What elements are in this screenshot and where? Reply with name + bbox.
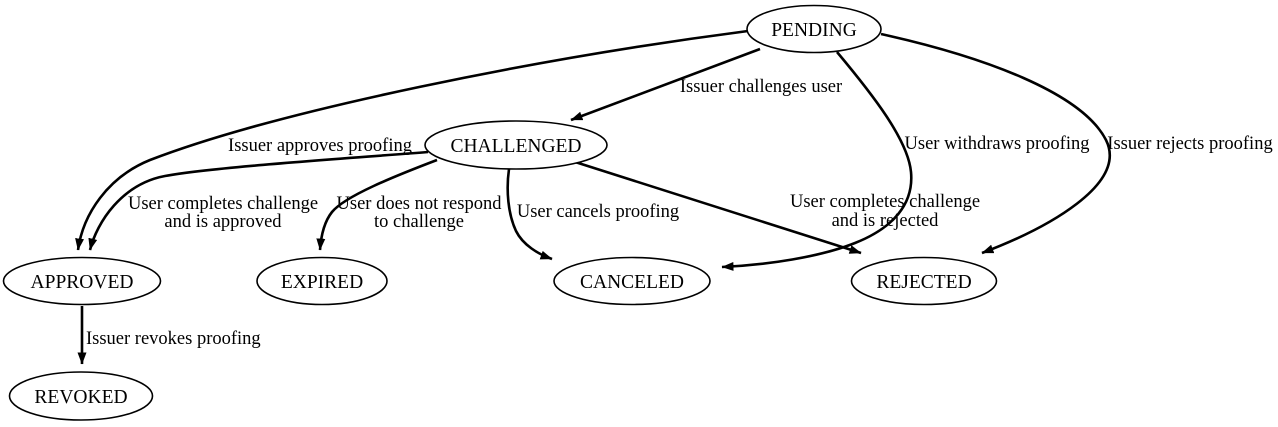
edge-pending-canceled [721, 51, 913, 271]
edge-label-user-cancels-proofing: User cancels proofing [517, 202, 679, 222]
edges [75, 29, 1111, 365]
node-approved: APPROVED [2, 256, 162, 306]
edge-label-issuer-approves-proofing: Issuer approves proofing [228, 136, 412, 156]
approved-ellipse [2, 256, 162, 306]
edge-pending-approved [75, 29, 749, 251]
node-pending: PENDING [746, 4, 882, 54]
edge-label-user-withdraws-proofing: User withdraws proofing [905, 134, 1090, 154]
challenged-ellipse [424, 120, 608, 170]
edge-challenged-approved [88, 150, 429, 251]
challenged-label: CHALLENGED [450, 136, 581, 157]
edge-labels: Issuer challenges user Issuer approves p… [86, 77, 1273, 349]
edge-label-user-completes-rejected-line1: User completes challenge [790, 192, 980, 212]
expired-ellipse [256, 256, 388, 306]
expired-label: EXPIRED [281, 272, 363, 293]
edge-label-issuer-challenges-user: Issuer challenges user [680, 77, 842, 97]
edge-label-user-no-respond-line1: User does not respond [337, 194, 503, 214]
edge-label-issuer-rejects-proofing: Issuer rejects proofing [1107, 134, 1272, 154]
edge-label-user-completes-approved-line1: User completes challenge [128, 194, 318, 214]
rejected-ellipse [850, 256, 998, 306]
rejected-label: REJECTED [876, 272, 971, 293]
edge-challenged-canceled [506, 168, 553, 261]
revoked-label: REVOKED [34, 387, 127, 408]
pending-ellipse [746, 4, 882, 54]
node-rejected: REJECTED [850, 256, 998, 306]
edge-pending-rejected [880, 32, 1111, 255]
edge-label-user-completes-rejected-line2: and is rejected [832, 211, 940, 231]
node-canceled: CANCELED [553, 256, 711, 306]
edge-challenged-expired [316, 158, 438, 251]
revoked-ellipse [8, 371, 154, 421]
node-challenged: CHALLENGED [424, 120, 608, 170]
edge-label-user-no-respond-line2: to challenge [374, 212, 464, 232]
node-revoked: REVOKED [8, 371, 154, 421]
pending-label: PENDING [771, 20, 857, 41]
approved-label: APPROVED [31, 272, 134, 293]
edge-challenged-rejected [571, 159, 862, 255]
canceled-label: CANCELED [580, 272, 684, 293]
edge-label-issuer-revokes-proofing: Issuer revokes proofing [86, 329, 261, 349]
edge-label-user-completes-approved-line2: and is approved [164, 212, 282, 232]
node-expired: EXPIRED [256, 256, 388, 306]
nodes: PENDING CHALLENGED APPROVED EXPIRED CANC… [2, 4, 998, 421]
canceled-ellipse [553, 256, 711, 306]
edge-pending-challenged [570, 47, 761, 122]
